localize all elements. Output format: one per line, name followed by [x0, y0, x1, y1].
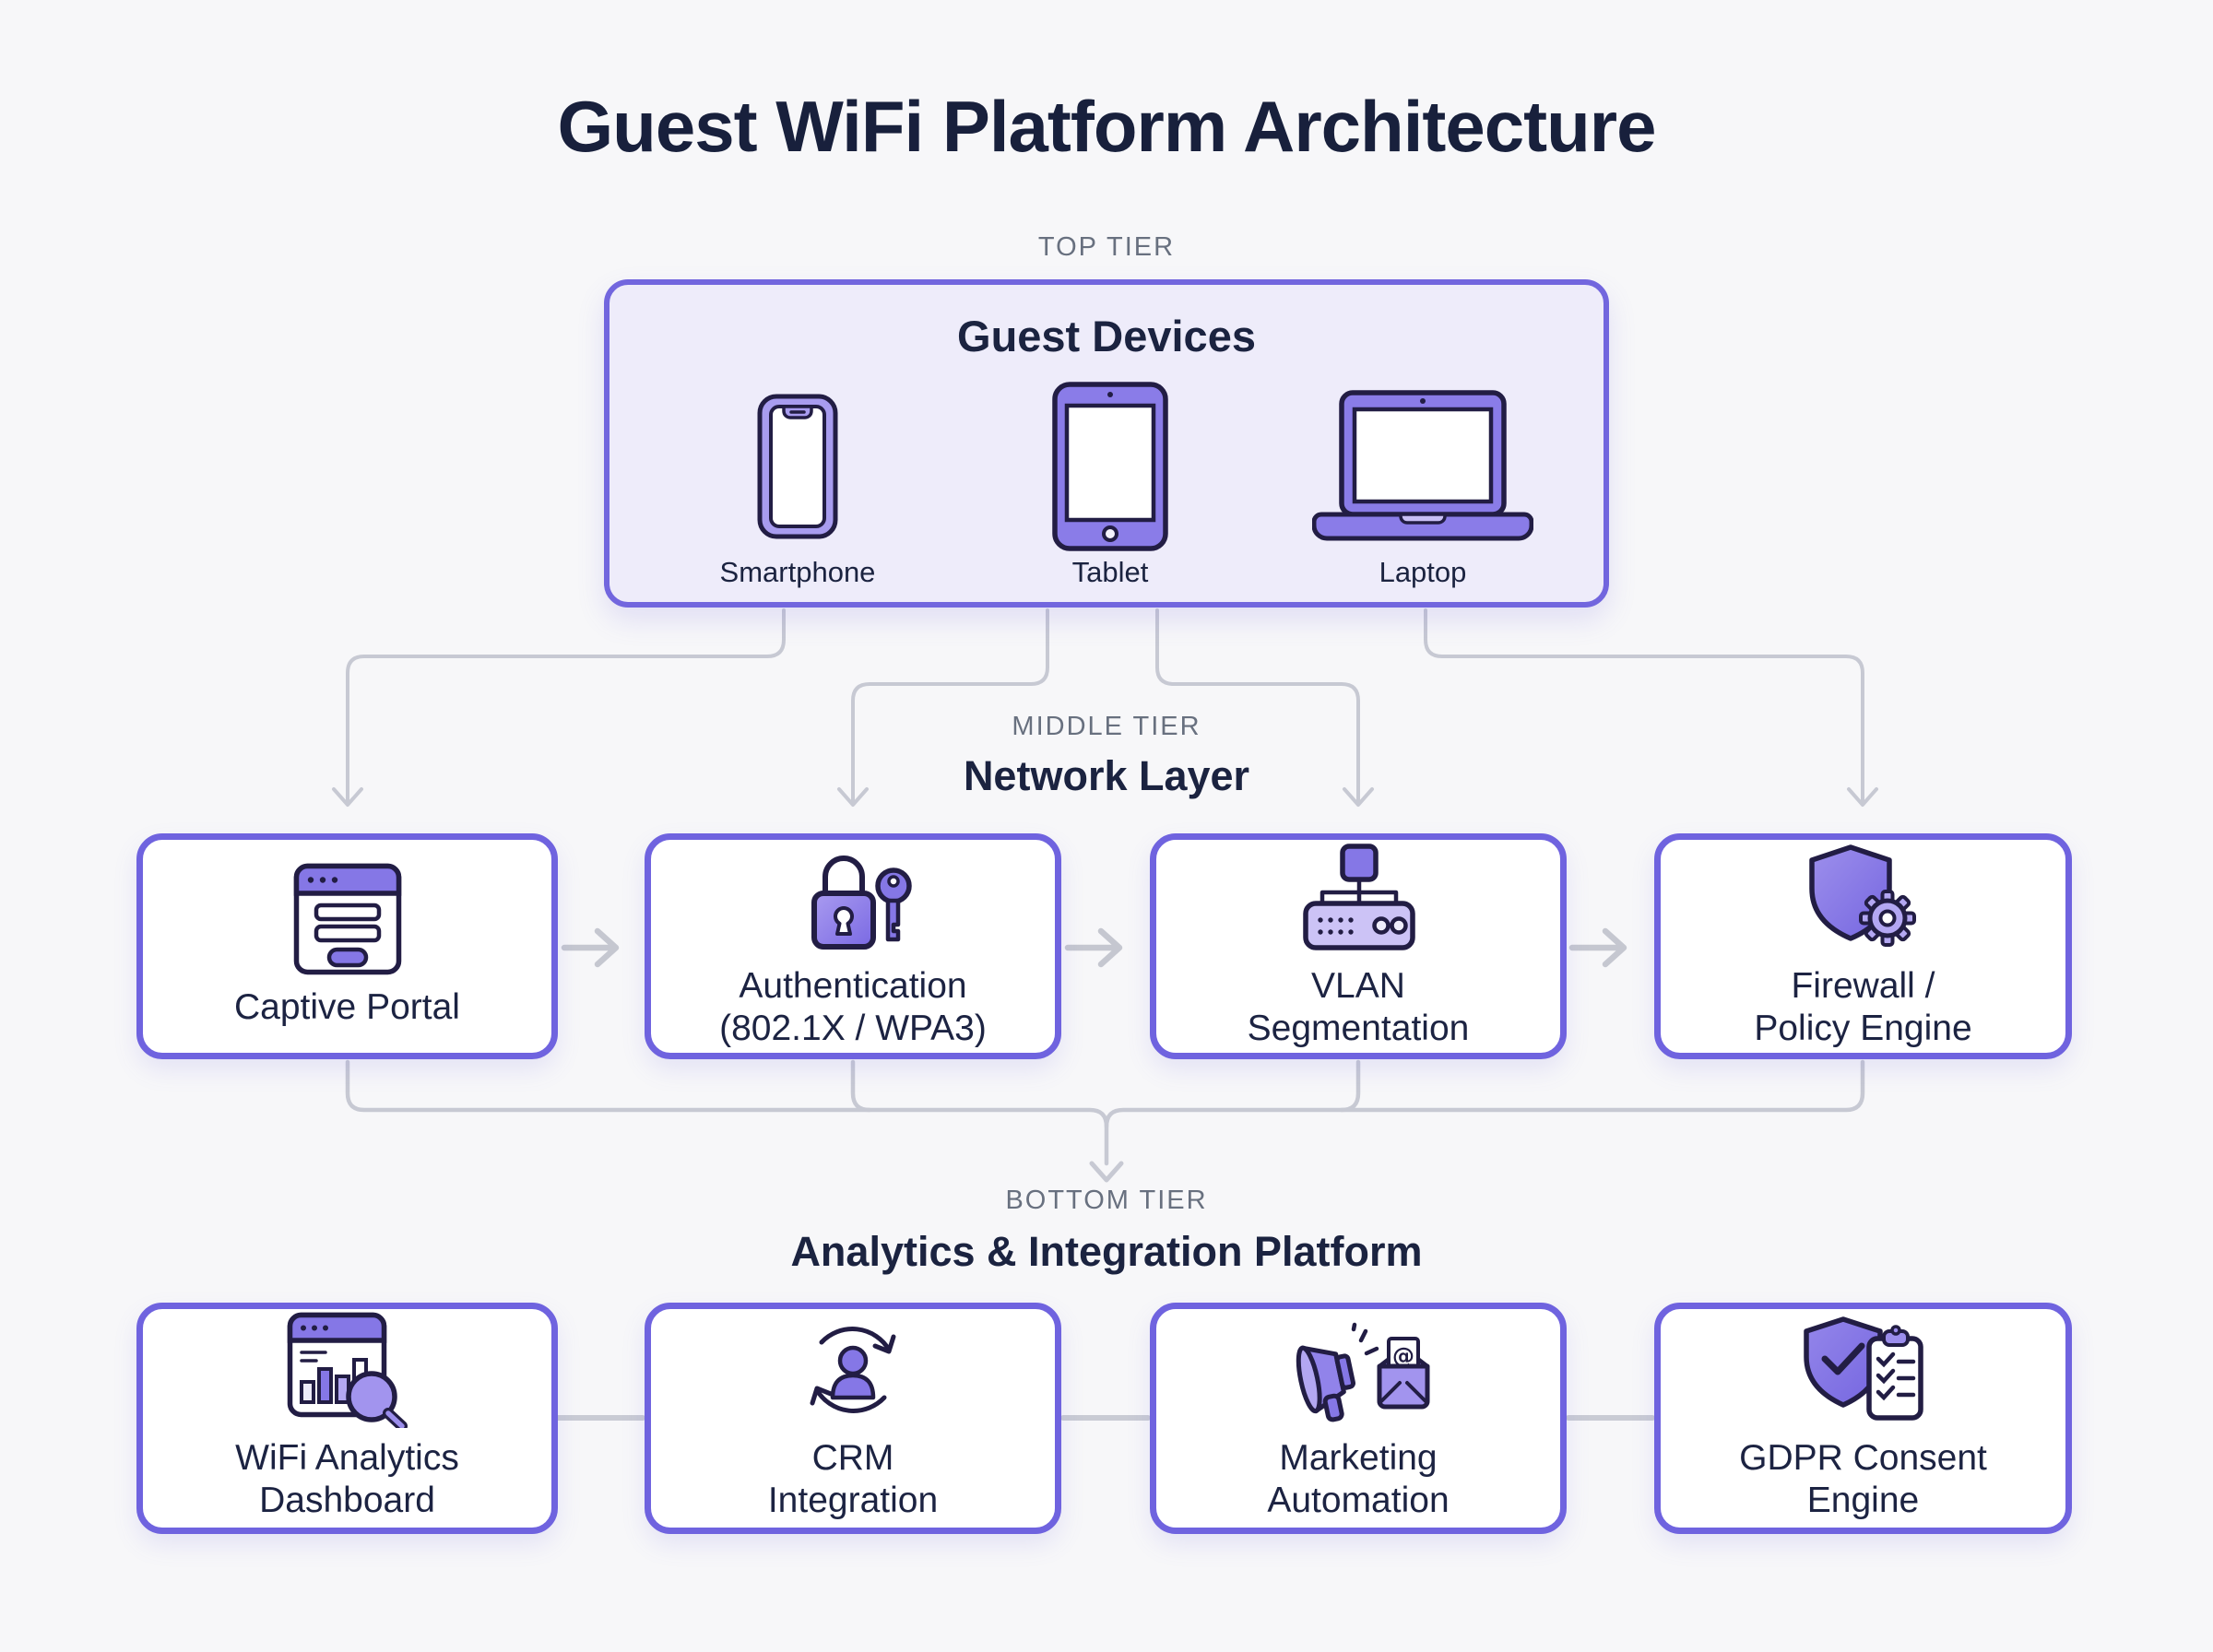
tablet-icon	[1052, 382, 1168, 551]
guest-devices-heading: Guest Devices	[957, 312, 1256, 360]
node-gdpr-consent-engine: GDPR Consent Engine	[1654, 1303, 2072, 1534]
arrow-captive-to-auth	[561, 927, 620, 968]
middle-tier-label: MIDDLE TIER	[1012, 712, 1201, 741]
marketing-automation-label: Marketing Automation	[1267, 1437, 1450, 1520]
analytics-search-icon	[287, 1312, 408, 1428]
guest-devices-box: Guest Devices Smartphone	[604, 279, 1609, 608]
arrowhead-to-bottom-tier	[1089, 1161, 1124, 1183]
device-tablet: Tablet	[985, 379, 1236, 589]
authentication-label: Authentication (802.1X / WPA3)	[719, 965, 987, 1048]
tablet-label: Tablet	[1071, 556, 1149, 588]
connector-devices-to-authentication	[851, 608, 1049, 804]
laptop-label: Laptop	[1379, 556, 1467, 588]
captive-portal-icon	[293, 863, 401, 974]
node-authentication: Authentication (802.1X / WPA3)	[645, 833, 1061, 1059]
smartphone-label: Smartphone	[719, 556, 876, 588]
connector-devices-to-captive-portal	[346, 608, 786, 804]
lock-and-key-icon	[811, 855, 912, 950]
node-firewall-policy-engine: Firewall / Policy Engine	[1654, 833, 2072, 1059]
connector-devices-to-vlan	[1155, 608, 1360, 804]
middle-tier-heading: Network Layer	[963, 752, 1250, 799]
node-crm-integration: CRM Integration	[645, 1303, 1061, 1534]
merge-drop-authentication	[850, 1059, 872, 1113]
arrowhead-authentication	[837, 787, 869, 807]
shield-checklist-icon	[1803, 1316, 1923, 1421]
page-title: Guest WiFi Platform Architecture	[557, 86, 1657, 167]
node-vlan-segmentation: VLAN Segmentation	[1150, 833, 1567, 1059]
bottom-tier-heading: Analytics & Integration Platform	[790, 1228, 1423, 1275]
devices-row: Smartphone Tablet	[672, 379, 1548, 589]
merge-bus-left	[345, 1059, 1109, 1166]
connector-devices-to-firewall	[1424, 608, 1864, 804]
node-wifi-analytics-dashboard: WiFi Analytics Dashboard	[136, 1303, 558, 1534]
network-switch-icon	[1303, 844, 1415, 950]
firewall-policy-engine-label: Firewall / Policy Engine	[1754, 965, 1972, 1048]
arrowhead-firewall	[1847, 787, 1878, 807]
node-captive-portal: Captive Portal	[136, 833, 558, 1059]
vlan-segmentation-label: VLAN Segmentation	[1247, 965, 1470, 1048]
laptop-icon	[1312, 390, 1533, 541]
gdpr-consent-engine-label: GDPR Consent Engine	[1739, 1437, 1987, 1520]
merge-drop-vlan	[1339, 1059, 1361, 1113]
arrowhead-captive-portal	[332, 787, 363, 807]
top-tier-label: TOP TIER	[1037, 232, 1176, 262]
arrowhead-vlan	[1343, 787, 1374, 807]
captive-portal-label: Captive Portal	[234, 986, 460, 1027]
arrow-auth-to-vlan	[1064, 927, 1123, 968]
shield-gear-icon	[1808, 844, 1916, 947]
user-sync-icon	[810, 1326, 896, 1413]
arrow-vlan-to-firewall	[1568, 927, 1627, 968]
megaphone-mail-icon: @	[1296, 1322, 1430, 1422]
bottom-tier-label: BOTTOM TIER	[1005, 1186, 1208, 1215]
wifi-analytics-dashboard-label: WiFi Analytics Dashboard	[235, 1437, 459, 1520]
smartphone-icon	[757, 394, 838, 539]
device-laptop: Laptop	[1297, 379, 1548, 589]
device-smartphone: Smartphone	[672, 379, 923, 589]
node-marketing-automation: @ Marketing Automation	[1150, 1303, 1567, 1534]
crm-integration-label: CRM Integration	[767, 1437, 939, 1520]
merge-bus-right	[1104, 1059, 1865, 1129]
